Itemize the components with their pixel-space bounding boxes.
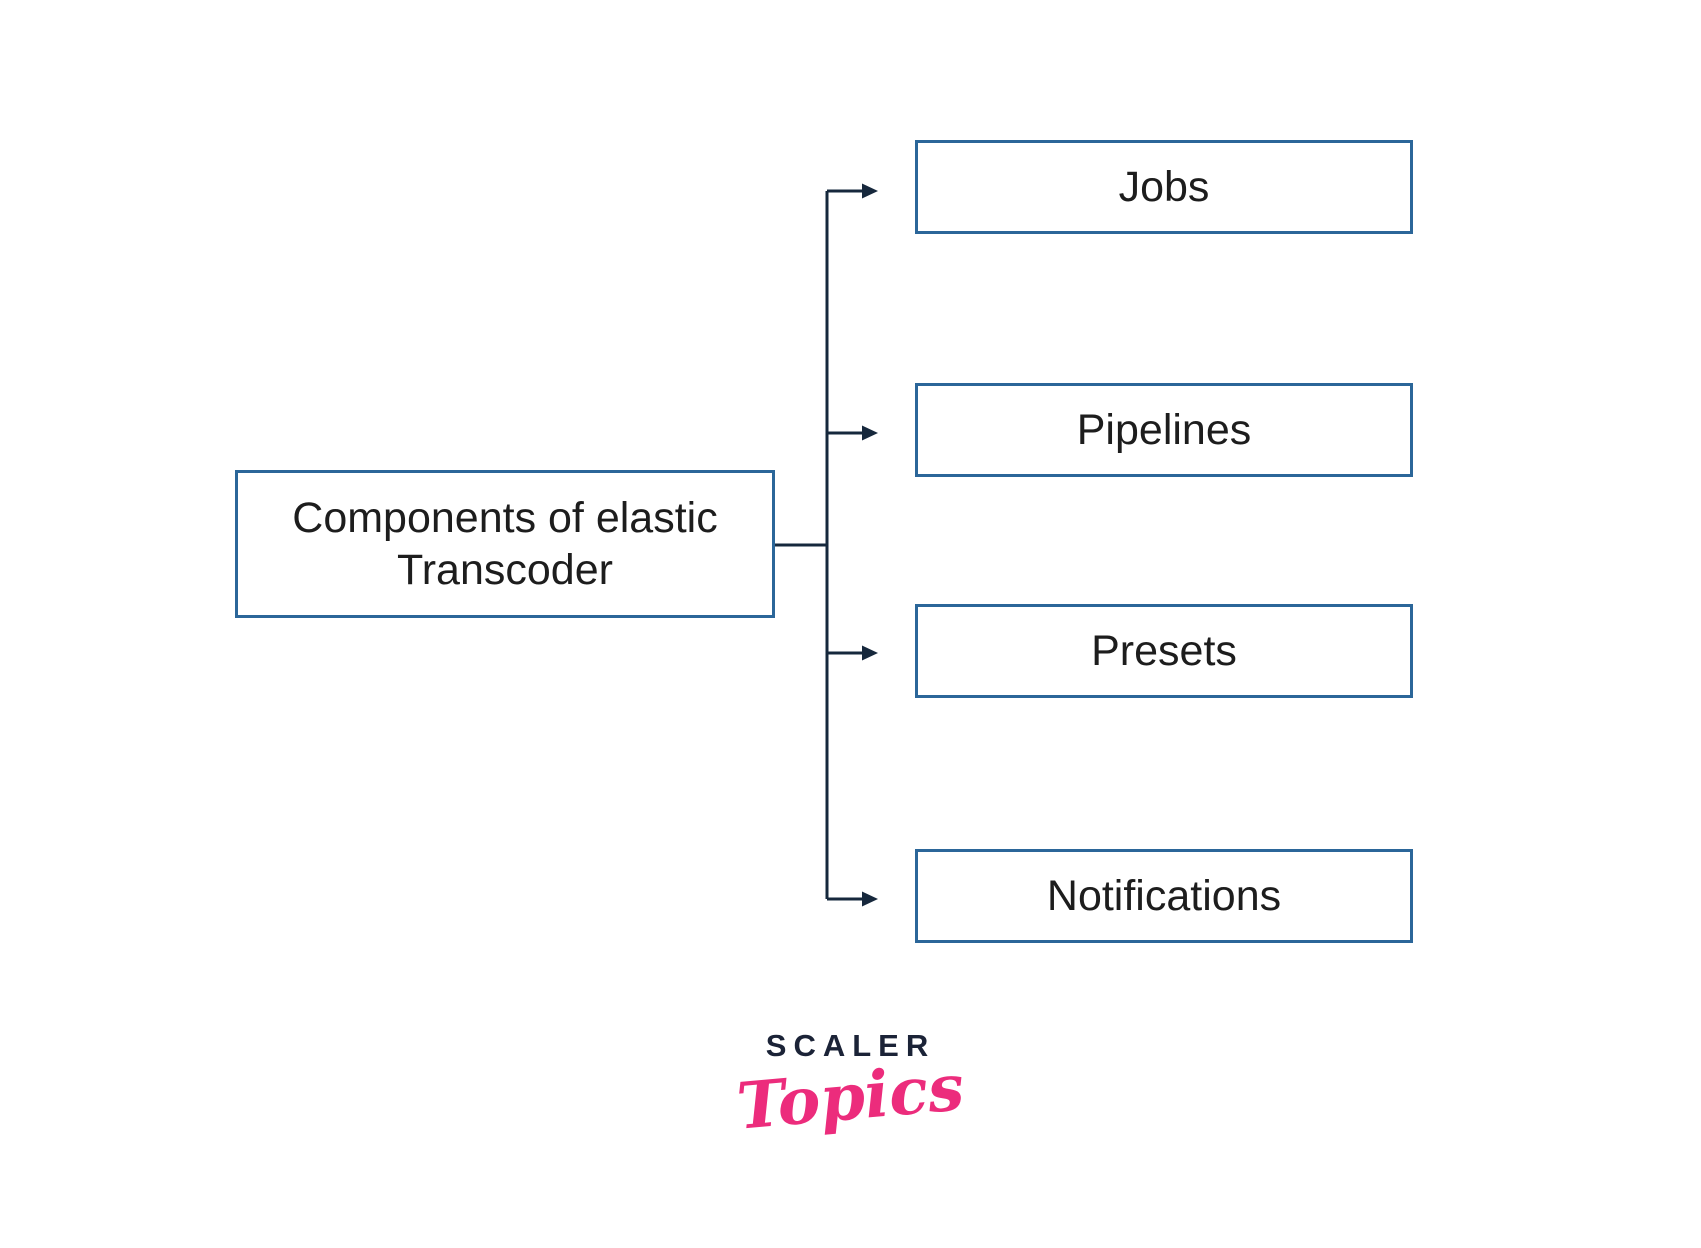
child-node-presets: Presets <box>915 604 1413 698</box>
scaler-topics-logo: SCALER Topics <box>0 1028 1701 1145</box>
logo-scaler-wordmark: SCALER <box>765 1028 936 1063</box>
child-node-label: Presets <box>1091 626 1237 675</box>
root-node-label-line2: Transcoder <box>397 546 613 594</box>
child-node-jobs: Jobs <box>915 140 1413 234</box>
child-node-label: Pipelines <box>1076 405 1252 454</box>
child-node-notifications: Notifications <box>915 849 1413 943</box>
root-node-label-line1: Components of elastic <box>292 493 718 542</box>
child-node-label: Jobs <box>1118 162 1210 211</box>
logo-topics-wordmark: Topics <box>734 1050 967 1145</box>
child-node-pipelines: Pipelines <box>915 383 1413 477</box>
child-node-label: Notifications <box>1046 871 1282 920</box>
root-node-components: Components of elastic Transcoder <box>235 470 775 618</box>
